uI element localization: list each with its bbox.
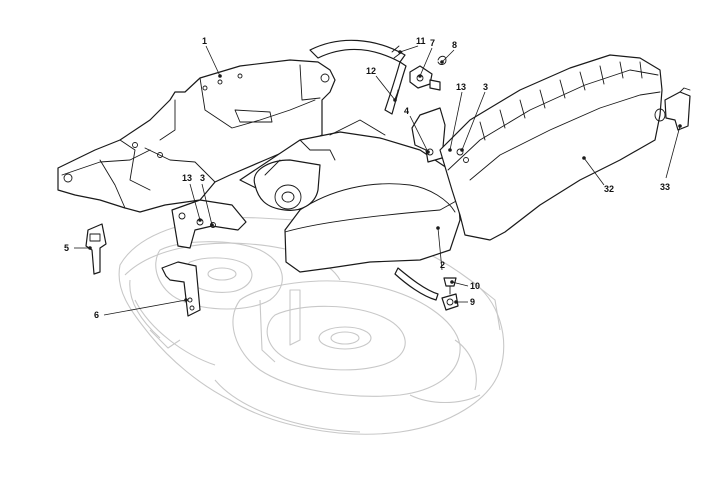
callout-6: 6 [94, 310, 99, 320]
callout-8: 8 [452, 40, 457, 50]
mower-deck-ghost [118, 217, 505, 435]
callout-2: 2 [440, 260, 445, 270]
left-mount-bracket [171, 199, 247, 249]
part-10-bolt [443, 277, 457, 295]
callout-3: 3 [483, 82, 488, 92]
discharge-hose [309, 39, 407, 115]
part-8-clip [437, 55, 447, 65]
lower-hose [394, 267, 439, 301]
callout-10: 10 [470, 281, 480, 291]
callout-5: 5 [64, 243, 69, 253]
part-2-chute-housing [239, 119, 461, 273]
part-9-cap [441, 293, 459, 311]
part-32-duct [439, 54, 663, 241]
callout-4: 4 [404, 106, 409, 116]
callout-7: 7 [430, 38, 435, 48]
callout-9: 9 [470, 297, 475, 307]
callout-11: 11 [416, 36, 426, 46]
callout-13: 13 [182, 173, 192, 183]
leader-lines [74, 45, 681, 316]
part-6-bracket [161, 261, 201, 317]
callout-12: 12 [366, 66, 376, 76]
callout-1: 1 [202, 36, 207, 46]
callout-13: 13 [456, 82, 466, 92]
callout-3: 3 [200, 173, 205, 183]
leader-dots [88, 50, 682, 304]
callout-33: 33 [660, 182, 670, 192]
callout-32: 32 [604, 184, 614, 194]
part-33-end-clip [654, 87, 691, 131]
part-5-plate [85, 223, 107, 275]
part-1-deck-frame [57, 59, 336, 213]
part-7-valve [409, 65, 441, 91]
callout-labels: 1 2 3 3 4 5 6 7 8 9 10 11 12 13 13 32 33 [64, 36, 670, 320]
